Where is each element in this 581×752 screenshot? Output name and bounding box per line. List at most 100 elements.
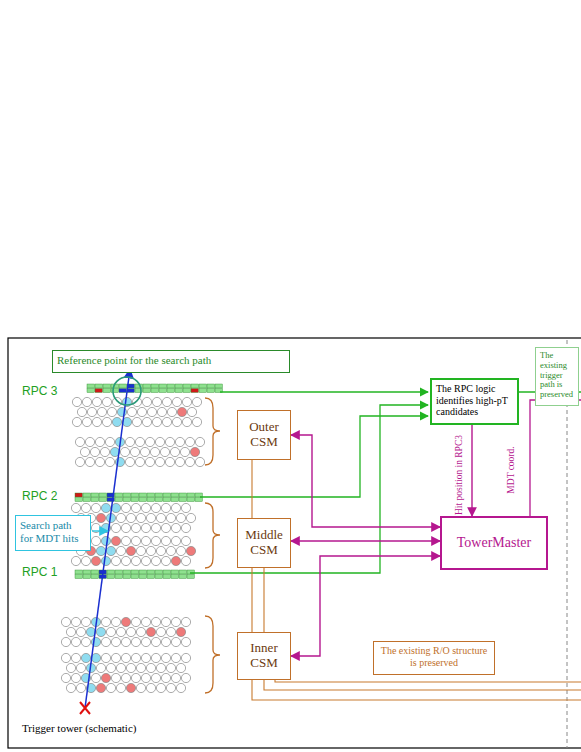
- rpc-strip: [143, 384, 150, 388]
- drift-tube: [141, 637, 150, 646]
- drift-tube: [61, 653, 70, 662]
- drift-tube: [150, 447, 159, 456]
- drift-tube: [142, 417, 151, 426]
- rpc-strip: [187, 575, 194, 579]
- rpc-strip: [159, 389, 166, 393]
- rpc-strip: [123, 498, 130, 502]
- rpc-strip: [171, 493, 178, 497]
- rpc-strip: [147, 570, 154, 574]
- drift-tube: [195, 457, 204, 466]
- rpc-strip: [103, 384, 110, 388]
- drift-tube: [156, 546, 165, 555]
- drift-tube: [155, 437, 164, 446]
- rpc-strip: [83, 570, 90, 574]
- drift-tube: [171, 523, 180, 532]
- drift-tube: [66, 663, 75, 672]
- rpc-strip: [95, 384, 102, 388]
- drift-tube: [111, 523, 120, 532]
- rpc-strip: [163, 575, 170, 579]
- drift-tube: [131, 523, 140, 532]
- drift-tube: [156, 663, 165, 672]
- drift-tube: [121, 503, 130, 512]
- drift-tube: [162, 397, 171, 406]
- rpc-strip: [99, 493, 106, 497]
- drift-tube: [132, 397, 141, 406]
- drift-tube: [111, 653, 120, 662]
- drift-tube: [141, 556, 150, 565]
- node-text: The RPC logic identifies high-pT candida…: [436, 383, 513, 418]
- drift-tube: [90, 447, 99, 456]
- rpc-strip: [91, 498, 98, 502]
- rpc-strip: [179, 498, 186, 502]
- vertex-cross: [80, 702, 90, 714]
- reference-circle: [113, 377, 141, 405]
- drift-tube: [121, 556, 130, 565]
- rpc-strip: [167, 389, 174, 393]
- drift-tube: [121, 637, 130, 646]
- rotated-label: Hit position in RPC3: [454, 435, 464, 515]
- drift-tube: [101, 617, 110, 626]
- mdt-coord-wire: [530, 400, 581, 516]
- rpc-strip: [131, 493, 138, 497]
- rpc-strip: [83, 498, 90, 502]
- drift-tube: [111, 673, 120, 682]
- callout-box: Search path for MDT hits: [15, 515, 91, 551]
- rpc-strip: [75, 493, 82, 497]
- drift-tube: [112, 417, 121, 426]
- drift-tube: [101, 637, 110, 646]
- text-label: Trigger tower (schematic): [22, 722, 136, 734]
- connector: [471, 425, 472, 517]
- drift-tube: [121, 673, 130, 682]
- drift-tube: [125, 437, 134, 446]
- drift-tube: [136, 683, 145, 692]
- drift-tube: [126, 663, 135, 672]
- drift-tube: [171, 673, 180, 682]
- node-text: Outer CSM: [242, 420, 286, 450]
- drift-tube: [177, 407, 186, 416]
- rpc-strip: [187, 498, 194, 502]
- drift-tube: [131, 637, 140, 646]
- drift-tube: [182, 417, 191, 426]
- drift-tube: [96, 546, 105, 555]
- drift-tube: [190, 447, 199, 456]
- drift-tube: [166, 683, 175, 692]
- drift-tube: [97, 407, 106, 416]
- rpc-strip: [171, 570, 178, 574]
- drift-tube: [81, 503, 90, 512]
- drift-tube: [106, 627, 115, 636]
- rpc-strip: [179, 570, 186, 574]
- rpc-strip: [119, 384, 126, 388]
- drift-tube: [166, 627, 175, 636]
- rpc-strip: [91, 570, 98, 574]
- rpc-strip: [167, 384, 174, 388]
- rpc-strip: [139, 498, 146, 502]
- rpc-strip: [75, 570, 82, 574]
- rpc-strip: [163, 493, 170, 497]
- rotated-label: MDT coord.: [506, 446, 516, 493]
- rpc-strip: [123, 493, 130, 497]
- drift-tube: [131, 556, 140, 565]
- rpc-strip: [155, 498, 162, 502]
- text-label: RPC 1: [22, 565, 57, 579]
- rpc-strip: [195, 498, 202, 502]
- drift-tube: [131, 503, 140, 512]
- drift-tube: [151, 617, 160, 626]
- drift-tube: [131, 653, 140, 662]
- rpc-strip: [99, 498, 106, 502]
- drift-tube: [157, 407, 166, 416]
- drift-tube: [101, 653, 110, 662]
- node-text: TowerMaster: [457, 535, 531, 551]
- drift-tube: [101, 673, 110, 682]
- rpc-strip: [107, 575, 114, 579]
- drift-tube: [81, 637, 90, 646]
- callout-box: Reference point for the search path: [52, 350, 290, 373]
- rpc-strip: [215, 384, 222, 388]
- drift-tube: [167, 407, 176, 416]
- drift-tube: [100, 447, 109, 456]
- rpc-strip: [179, 493, 186, 497]
- drift-tube: [195, 437, 204, 446]
- drift-tube: [185, 437, 194, 446]
- drift-tube: [151, 523, 160, 532]
- drift-tube: [135, 457, 144, 466]
- drift-tube: [176, 683, 185, 692]
